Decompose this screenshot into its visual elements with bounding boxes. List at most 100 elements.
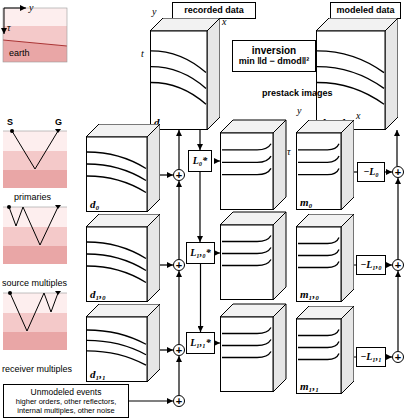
node-text: + [174, 396, 184, 406]
receiver-multiples-sketch [3, 291, 67, 350]
image-reflector [222, 260, 271, 266]
connector [396, 130, 397, 166]
node-text: Unmodeled events [7, 387, 125, 397]
node-text: −L₀ [363, 166, 379, 178]
seismic-event [87, 254, 146, 271]
connector [160, 174, 173, 175]
image-cube: m₁,₁ [296, 306, 354, 394]
illustration-stroke [3, 8, 67, 62]
image-reflector [222, 248, 271, 254]
node-text: + [174, 170, 184, 180]
axis-label: x [222, 16, 226, 27]
illustration-stroke [4, 8, 26, 9]
illustration-stroke [3, 40, 67, 62]
image-cube: m₀ [296, 120, 354, 210]
image-reflector [298, 144, 339, 150]
receiver-label: G [55, 117, 62, 128]
node-text: d₀ [89, 198, 100, 210]
connector [385, 171, 392, 172]
section-label: prestack images [262, 88, 333, 99]
prestack-image-cube [220, 120, 286, 210]
note-box: Unmodeled eventshigher orders, other ref… [3, 384, 129, 418]
connector [160, 349, 173, 350]
node-text: + [174, 260, 184, 270]
seismic-event [317, 51, 384, 73]
sum-circle: + [392, 166, 404, 178]
seismic-event [87, 152, 146, 169]
cube-front [297, 227, 342, 302]
image-reflector [222, 168, 271, 174]
data-cube: d₁,₁ [86, 304, 160, 382]
cube-side [341, 306, 354, 394]
illustration-stroke [10, 129, 14, 133]
node-text: −L₁,₀ [360, 259, 382, 271]
data-cube: d₁,₀ [86, 214, 160, 302]
node-text: + [393, 352, 403, 362]
cube-front [221, 317, 274, 392]
node-text: recorded data [184, 5, 244, 16]
image-reflector [298, 354, 339, 360]
sum-circle: + [173, 395, 185, 407]
illustration-stroke [3, 151, 67, 170]
node-text: + [393, 167, 403, 177]
sum-circle: + [392, 259, 404, 271]
cube-side [207, 18, 220, 130]
cube-front [297, 319, 342, 394]
image-reflector [298, 168, 339, 174]
seismic-event [87, 340, 146, 354]
title-box: recorded data [172, 2, 256, 19]
source-multiples-sketch [3, 205, 67, 264]
prestack-image-cube [220, 304, 286, 392]
prestack-image-cube [220, 212, 286, 300]
seismic-event [87, 330, 146, 344]
axis-label: τ [287, 146, 291, 157]
image-reflector [222, 144, 271, 150]
illustration-stroke [3, 40, 67, 46]
cube-side [273, 304, 286, 392]
illustration-stroke [3, 332, 67, 350]
illustration-stroke [214, 161, 220, 162]
seismic-event [87, 266, 146, 283]
node-subtext: min ‖d − dmod‖² [239, 56, 310, 67]
node-text: + [174, 345, 184, 355]
image-reflector [222, 340, 271, 346]
axis-label: t [141, 48, 144, 59]
illustration-stroke [4, 8, 5, 34]
illustration-stroke [3, 246, 67, 264]
cube-side [147, 214, 160, 302]
node-text: modeled data [336, 5, 394, 16]
cube-side [147, 304, 160, 382]
image-reflector [222, 236, 271, 242]
caption-label: primaries [14, 192, 51, 203]
cube-front [87, 227, 148, 302]
node-text: d₁,₁ [89, 368, 107, 380]
image-reflector [222, 328, 271, 334]
connector [178, 130, 179, 169]
connector [160, 264, 173, 265]
source-label: S [7, 117, 13, 128]
operator-box: L₁,₁* [186, 332, 215, 354]
connector [199, 172, 200, 242]
node-text: m₁,₁ [299, 380, 320, 392]
image-reflector [298, 330, 339, 336]
cube-front [87, 317, 148, 382]
cube-front [87, 137, 148, 212]
cube-front [297, 133, 342, 210]
axis-label: x [356, 110, 360, 121]
cube-side [341, 120, 354, 210]
node-text: m₀ [299, 196, 313, 208]
caption-label: receiver multiples [2, 364, 72, 375]
cube-front [221, 133, 274, 210]
seismic-event [317, 67, 384, 89]
illustration-stroke [7, 205, 11, 209]
operator-box: −L₁,₁ [356, 347, 386, 367]
seismic-event [87, 351, 146, 365]
cube-side [341, 214, 354, 302]
illustration-stroke [3, 227, 67, 246]
illustration-stroke [55, 129, 61, 133]
node-text: −L₁,₁ [360, 351, 382, 363]
sum-circle: + [173, 169, 185, 181]
cube-side [273, 212, 286, 300]
operator-box: L₀* [188, 150, 212, 172]
axis-label: y [29, 2, 33, 13]
